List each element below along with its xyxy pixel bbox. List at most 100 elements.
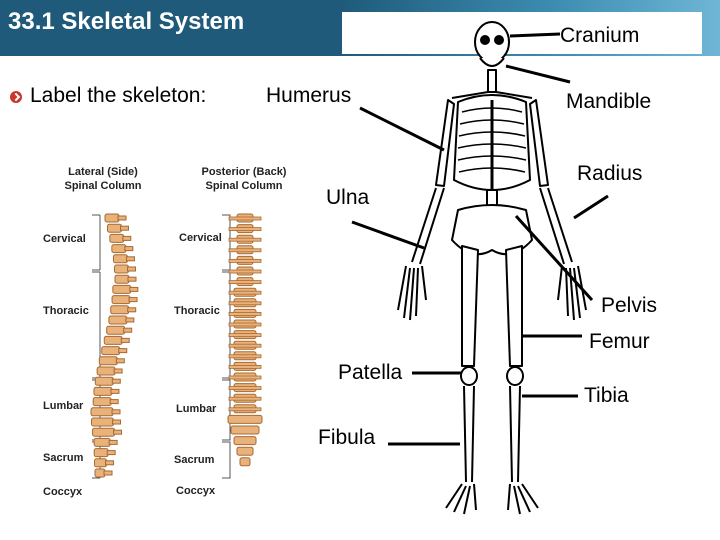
lower-leg-left [463, 385, 475, 483]
vertebra-process-lateral [125, 317, 135, 323]
vertebra-transverse-process [228, 216, 262, 221]
vertebra-process-lateral [122, 235, 132, 241]
vertebra-transverse-process [228, 407, 262, 412]
vertebra-process-lateral [111, 378, 121, 384]
lateral-spine-illustration [90, 213, 139, 478]
vertebra-posterior [239, 457, 251, 467]
eye-socket-right [494, 35, 504, 45]
vertebra-transverse-process [228, 364, 262, 369]
vertebra-transverse-process [228, 248, 262, 253]
cervical-vertebrae [487, 69, 497, 93]
mandible-bone [479, 57, 505, 67]
lateral-title-1: Lateral (Side) [68, 166, 138, 178]
region-label-coccyx-posterior: Coccyx [176, 485, 216, 497]
vertebra-process-lateral [109, 399, 119, 405]
vertebra-process-lateral [115, 358, 125, 364]
foot-left [445, 483, 477, 515]
humerus-bone [435, 99, 455, 187]
vertebra-posterior [227, 414, 263, 424]
vertebra-process-lateral [103, 470, 113, 476]
pointer-cranium [509, 32, 561, 38]
pointer-radius [573, 194, 609, 220]
vertebra-process-lateral [120, 337, 130, 343]
pointer-pelvis [514, 214, 594, 302]
vertebra-posterior [230, 425, 260, 435]
femur-bone-right [505, 245, 523, 367]
vertebra-process-lateral [117, 215, 127, 221]
forearm-left [411, 187, 445, 265]
posterior-spine-illustration [227, 213, 263, 467]
vertebra-posterior [233, 436, 257, 446]
vertebra-transverse-process [228, 386, 262, 391]
vertebra-transverse-process [228, 290, 262, 295]
vertebra-transverse-process [228, 237, 262, 242]
region-label-cervical-lateral: Cervical [43, 233, 86, 245]
prompt-text: Label the skeleton: [30, 84, 207, 107]
vertebra-process-lateral [111, 409, 121, 415]
vertebra-process-lateral [124, 246, 134, 252]
humerus-bone-right [529, 99, 549, 187]
vertebra-process-lateral [128, 297, 138, 303]
vertebra-process-lateral [123, 327, 133, 333]
forearm-right [539, 187, 573, 265]
clavicles [451, 91, 533, 99]
vertebra-transverse-process [228, 269, 262, 274]
vertebra-process-lateral [127, 307, 137, 313]
vertebra-process-lateral [106, 450, 116, 456]
label-radius: Radius [577, 162, 643, 185]
vertebra-process-lateral [111, 419, 121, 425]
vertebra-transverse-process [228, 375, 262, 380]
posterior-title-2: Spinal Column [206, 180, 283, 192]
vertebra-transverse-process [228, 258, 262, 263]
eye-socket-left [480, 35, 490, 45]
vertebra-transverse-process [228, 227, 262, 232]
label-cranium: Cranium [560, 24, 640, 47]
vertebra-process-lateral [127, 276, 137, 282]
label-mandible: Mandible [566, 90, 652, 113]
patella-bone-left [460, 366, 478, 386]
skull [474, 21, 510, 63]
region-label-coccyx-lateral: Coccyx [43, 486, 83, 498]
lateral-title-2: Spinal Column [65, 180, 142, 192]
label-ulna: Ulna [326, 186, 370, 209]
vertebra-process-lateral [125, 256, 135, 262]
lower-leg-right [509, 385, 521, 483]
vertebra-process-lateral [118, 348, 128, 354]
vertebra-transverse-process [228, 333, 262, 338]
vertebra-process-lateral [113, 368, 123, 374]
label-humerus: Humerus [266, 84, 352, 107]
region-label-thoracic-lateral: Thoracic [43, 305, 89, 317]
label-fibula: Fibula [318, 426, 376, 449]
region-label-sacrum-lateral: Sacrum [43, 452, 84, 464]
vertebra-transverse-process [228, 343, 262, 348]
patella-bone-right [506, 366, 524, 386]
vertebra-transverse-process [228, 322, 262, 327]
hand-left [397, 265, 427, 321]
label-femur: Femur [589, 330, 650, 353]
answer-box [342, 12, 702, 54]
region-label-lumbar-lateral: Lumbar [43, 400, 84, 412]
vertebra-transverse-process [228, 354, 262, 359]
slide-title: 33.1 Skeletal System [8, 8, 245, 35]
vertebra-process-lateral [108, 439, 118, 445]
region-label-sacrum-posterior: Sacrum [174, 454, 215, 466]
vertebra-process-lateral [105, 460, 115, 466]
region-label-cervical-posterior: Cervical [179, 232, 222, 244]
pointer-mandible [505, 64, 571, 84]
vertebra-transverse-process [228, 280, 262, 285]
label-patella: Patella [338, 361, 403, 384]
pointer-humerus [359, 106, 445, 152]
bullet-icon [10, 91, 22, 103]
vertebra-process-lateral [129, 286, 139, 292]
pointer-lines [351, 32, 609, 446]
vertebra-transverse-process [228, 396, 262, 401]
vertebra-posterior [236, 446, 254, 456]
region-label-thoracic-posterior: Thoracic [174, 305, 220, 317]
vertebra-transverse-process [228, 301, 262, 306]
vertebra-transverse-process [228, 311, 262, 316]
pointer-ulna [351, 220, 425, 250]
vertebra-process-lateral [113, 429, 123, 435]
region-label-lumbar-posterior: Lumbar [176, 403, 217, 415]
